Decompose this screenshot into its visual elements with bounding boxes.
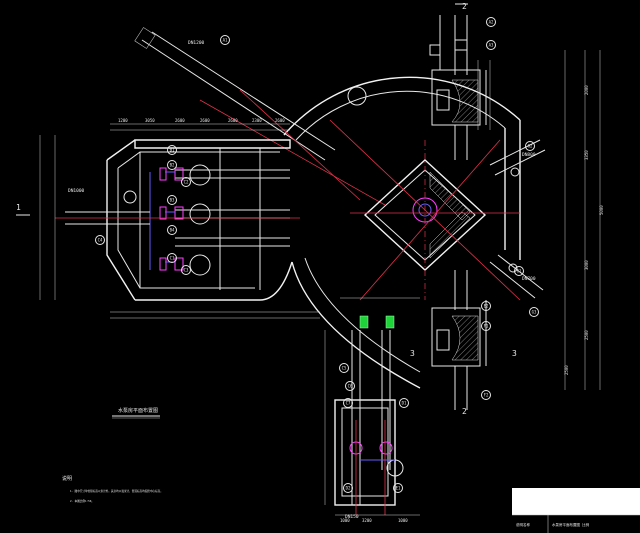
- label-bottom-box: DN150: [345, 514, 359, 520]
- title-block-label-right: 水泵房平面布置图 比例: [552, 522, 590, 527]
- label-inlet-main: DN1200: [188, 40, 205, 46]
- dimension-texts: 1200 3050 2600 2600 2600 2300 2600 2000 …: [118, 85, 604, 523]
- callout-bubble: F1: [481, 321, 491, 331]
- svg-text:D2: D2: [346, 486, 351, 491]
- inlet-pipe: [134, 27, 386, 206]
- callout-bubble: C7: [343, 398, 353, 408]
- dimension-lines: [39, 50, 601, 516]
- callout-bubble: G1: [514, 266, 524, 276]
- svg-text:F1: F1: [484, 324, 489, 329]
- svg-text:A2: A2: [489, 20, 494, 25]
- callout-bubble: C5: [339, 363, 349, 373]
- svg-text:B1: B1: [170, 148, 175, 153]
- callout-bubble: A2: [486, 17, 496, 27]
- label-suction-left: DN1000: [68, 188, 85, 194]
- dim-top-1: 1200: [118, 118, 128, 123]
- callout-bubble: A1: [220, 35, 230, 45]
- section-mark-3-right: 3: [512, 349, 517, 358]
- notes-heading: 说明: [62, 475, 72, 482]
- dim-top-2: 3050: [145, 118, 155, 123]
- dim-right-4: 3000: [584, 260, 589, 270]
- pipe-labels: DN1200 DN800 DN700 DN1000 DN150: [68, 40, 536, 520]
- title-block: 说明名称 水泵房平面布置图 比例: [512, 488, 640, 533]
- callout-bubble: A3: [486, 40, 496, 50]
- callout-bubble: B4: [167, 225, 177, 235]
- svg-text:E1: E1: [396, 486, 401, 491]
- svg-text:C1: C1: [170, 256, 175, 261]
- svg-text:B3: B3: [170, 198, 175, 203]
- callout-bubbles: A1 A2 A3 B1 B2 B3 B4 C1 C2 C3 C4 C5 C6 C…: [95, 17, 539, 493]
- callout-bubble: C2: [181, 177, 191, 187]
- dim-bottom-2: 3200: [362, 518, 372, 523]
- left-pump-room: [55, 139, 300, 301]
- svg-text:C5: C5: [342, 366, 347, 371]
- callout-bubble: B1: [167, 145, 177, 155]
- svg-text:D1: D1: [402, 401, 407, 406]
- label-outlet-right: DN800: [522, 152, 536, 158]
- dim-top-5: 2600: [228, 118, 238, 123]
- bottom-pipe-column: [431, 270, 487, 410]
- svg-text:B4: B4: [170, 228, 175, 233]
- callout-bubble: C6: [345, 381, 355, 391]
- note-2: 2. 本图比例1:50。: [70, 499, 94, 503]
- dim-right-3: 5000: [599, 205, 604, 215]
- label-outlet-lower-right: DN700: [522, 276, 536, 282]
- section-marks: 2 2 3 3 1: [16, 2, 517, 416]
- svg-text:F2: F2: [484, 393, 489, 398]
- dim-right-5: 2500: [584, 330, 589, 340]
- dim-top-6: 2300: [252, 118, 262, 123]
- svg-text:C2: C2: [184, 180, 189, 185]
- dim-right-1: 2000: [584, 85, 589, 95]
- callout-bubble: G2: [525, 141, 535, 151]
- svg-text:C6: C6: [348, 384, 353, 389]
- svg-text:C3: C3: [184, 268, 189, 273]
- drawing-notes: 水泵房平面布置图 说明 1. 图中尺寸单位除标高以米计外，其余均以毫米计，管道标…: [62, 407, 163, 503]
- callout-bubble: D2: [343, 483, 353, 493]
- svg-text:B2: B2: [170, 163, 175, 168]
- callout-bubble: E1: [393, 483, 403, 493]
- callout-bubble: F2: [481, 390, 491, 400]
- dim-bottom-3: 1000: [398, 518, 408, 523]
- callout-bubble: C4: [95, 235, 105, 245]
- svg-text:G1: G1: [517, 269, 522, 274]
- right-outlet-pipes: [489, 139, 546, 299]
- svg-text:E2: E2: [484, 304, 489, 309]
- section-mark-2-top: 2: [462, 2, 467, 11]
- svg-text:A1: A1: [223, 38, 228, 43]
- dim-right-2: 3350: [584, 150, 589, 160]
- note-1: 1. 图中尺寸单位除标高以米计外，其余均以毫米计，管道标高均指管中心标高。: [70, 489, 163, 493]
- callout-bubble: C3: [181, 265, 191, 275]
- top-pipe-column: [347, 15, 487, 160]
- circular-chamber: [283, 76, 521, 389]
- dim-top-4: 2600: [200, 118, 210, 123]
- callout-bubble: B2: [167, 160, 177, 170]
- bottom-box: [334, 315, 404, 515]
- dim-top-7: 2600: [275, 118, 285, 123]
- section-mark-2-bottom: 2: [462, 407, 467, 416]
- svg-text:A3: A3: [489, 43, 494, 48]
- callout-bubble: G3: [529, 307, 539, 317]
- svg-text:G2: G2: [528, 144, 533, 149]
- title-block-label-left: 说明名称: [516, 522, 530, 527]
- section-mark-1-left: 1: [16, 203, 21, 212]
- dim-top-3: 2600: [175, 118, 185, 123]
- callout-bubble: D1: [399, 398, 409, 408]
- dim-bottom-1: 1000: [340, 518, 350, 523]
- section-mark-3-left: 3: [410, 349, 415, 358]
- callout-bubble: B3: [167, 195, 177, 205]
- svg-text:C4: C4: [98, 238, 103, 243]
- diamond-well: [329, 119, 521, 301]
- svg-text:G3: G3: [532, 310, 537, 315]
- callout-bubble: C1: [167, 253, 177, 263]
- svg-text:C7: C7: [346, 401, 351, 406]
- dim-right-6: 2500: [564, 365, 569, 375]
- drawing-title: 水泵房平面布置图: [118, 407, 158, 414]
- callout-bubble: E2: [481, 301, 491, 311]
